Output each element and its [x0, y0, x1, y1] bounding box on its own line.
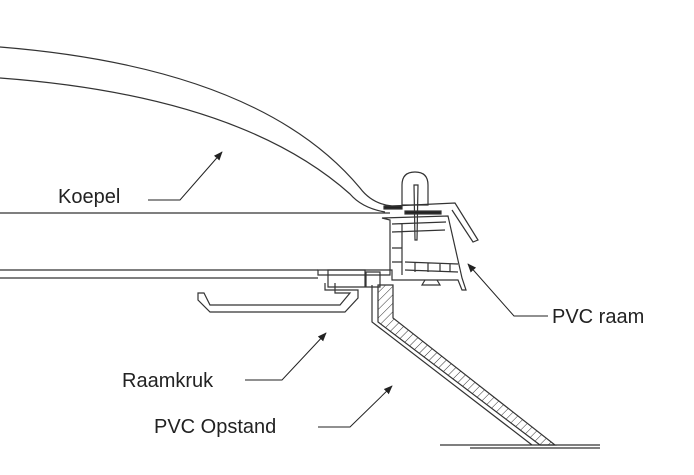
dome-inner: [0, 77, 386, 213]
pvc-upstand: [377, 284, 557, 446]
screw-cap: [401, 171, 429, 206]
screw: [413, 184, 419, 241]
pvc-frame: [317, 215, 467, 291]
label-raamkruk: Raamkruk: [122, 370, 214, 392]
leader-koepel: [148, 151, 223, 201]
leader-opstand: [318, 385, 393, 428]
dome-outer: [0, 46, 479, 243]
label-pvc-opstand: PVC Opstand: [154, 416, 277, 438]
leader-raam: [467, 263, 548, 317]
window-handle: [197, 283, 359, 313]
clamp: [327, 269, 381, 288]
leader-raamkruk: [245, 332, 327, 381]
label-koepel: Koepel: [58, 186, 121, 208]
label-pvc-raam: PVC raam: [552, 306, 645, 328]
